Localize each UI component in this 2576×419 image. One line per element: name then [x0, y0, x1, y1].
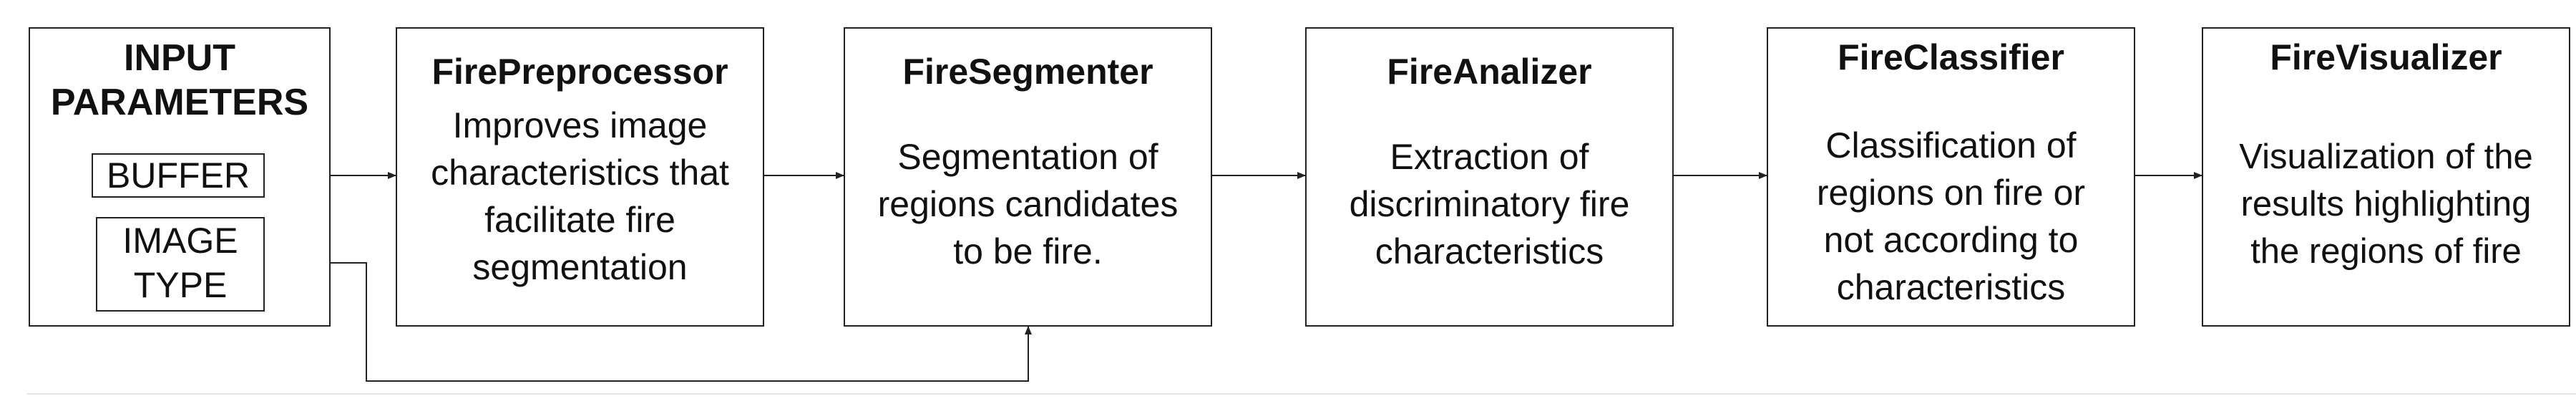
- module-description: Segmentation of regions candidates to be…: [877, 137, 1179, 271]
- param-buffer: BUFFER: [92, 153, 265, 198]
- module-description: Classification of regions on fire or not…: [1816, 125, 2086, 307]
- module-fire-visualizer: FireVisualizer Visualization of the resu…: [2202, 27, 2570, 327]
- module-fire-classifier: FireClassifier Classification of regions…: [1767, 27, 2135, 327]
- module-fire-analizer: FireAnalizer Extraction of discriminator…: [1305, 27, 1674, 327]
- module-description: Improves image characteristics that faci…: [431, 105, 729, 287]
- param-image-type: IMAGE TYPE: [96, 217, 265, 312]
- module-description: Extraction of discriminatory fire charac…: [1349, 137, 1630, 271]
- bottom-divider: [27, 393, 2576, 395]
- input-parameters-title: INPUT PARAMETERS: [50, 37, 309, 123]
- arrow-image-type-to-segmenter: [265, 262, 1032, 382]
- module-title: FirePreprocessor: [431, 52, 728, 92]
- module-description: Visualization of the results highlightin…: [2239, 138, 2533, 271]
- module-fire-preprocessor: FirePreprocessor Improves image characte…: [396, 27, 764, 327]
- module-title: FireAnalizer: [1387, 52, 1592, 92]
- module-fire-segmenter: FireSegmenter Segmentation of regions ca…: [844, 27, 1212, 327]
- module-title: FireSegmenter: [902, 52, 1153, 92]
- module-title: FireClassifier: [1838, 37, 2064, 77]
- module-title: FireVisualizer: [2270, 37, 2502, 77]
